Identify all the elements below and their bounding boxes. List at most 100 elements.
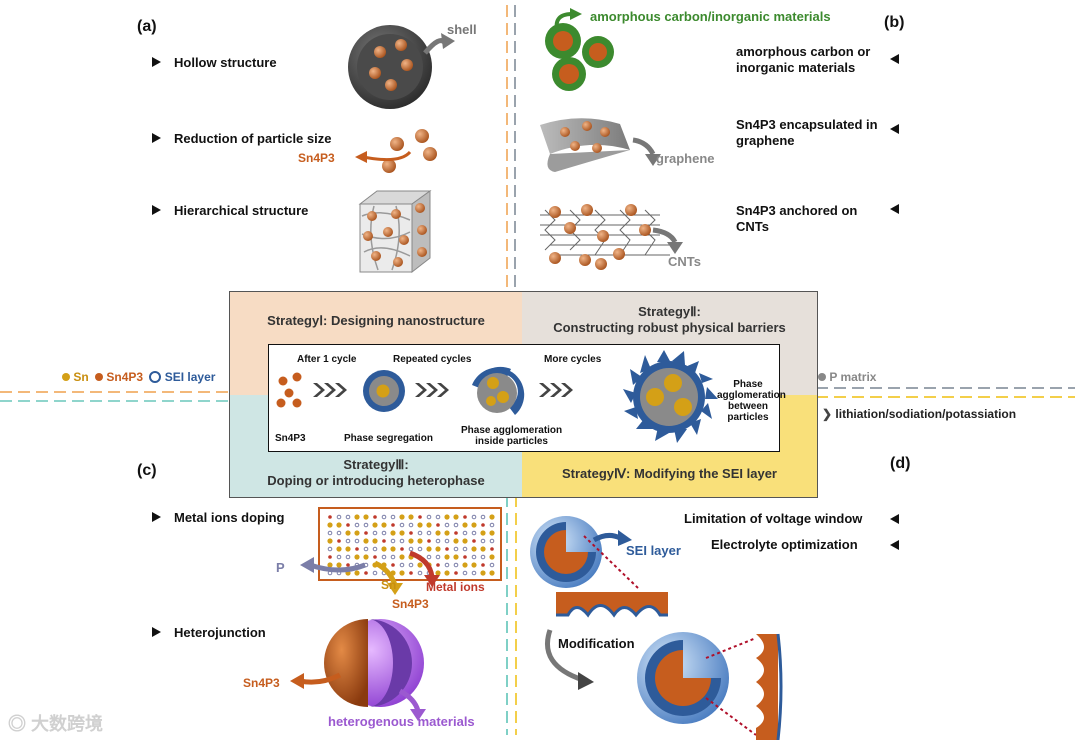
stage-repeated-cycles: Repeated cycles <box>393 354 472 365</box>
process-legend: ❯ lithiation/sodiation/potassiation <box>822 407 1016 421</box>
bullet-icon <box>152 133 161 143</box>
lattice-atom <box>354 522 360 528</box>
amorphous-carbon-line1: amorphous carbon or <box>736 44 871 59</box>
lattice-atom <box>417 538 423 544</box>
watermark-logo-icon: ◎ <box>8 714 26 734</box>
amorphous-carbon-line2: inorganic materials <box>736 60 856 75</box>
lattice-atom <box>408 546 414 552</box>
watermark-text: 大数跨境 <box>31 714 104 734</box>
lattice-atom <box>435 514 441 520</box>
lattice-atom <box>381 530 387 536</box>
inside-line1: Phase agglomeration <box>461 425 563 436</box>
lattice-atom <box>463 515 467 519</box>
panel-c-letter: (c) <box>137 462 157 479</box>
lattice-atom <box>345 538 351 544</box>
lattice-atom <box>489 554 495 560</box>
particle-size-label: Reduction of particle size <box>174 131 332 146</box>
amorphous-carbon-label: amorphous carbon or inorganic materials <box>736 44 870 76</box>
lattice-atom <box>417 546 423 552</box>
lattice-atom <box>444 514 450 520</box>
lattice-atom <box>444 562 450 568</box>
lattice-atom <box>426 554 432 560</box>
cycle-process-box: After 1 cycle Repeated cycles More cycle… <box>268 344 786 452</box>
lattice-atom <box>345 546 351 552</box>
lattice-atom <box>327 562 333 568</box>
graphene-sheet-illustration <box>540 118 661 172</box>
lattice-atom <box>427 539 431 543</box>
lattice-atom <box>364 571 368 575</box>
lattice-atom <box>345 530 351 536</box>
lattice-atom <box>327 522 333 528</box>
p-matrix-label: P matrix <box>829 370 877 384</box>
cnt-anchored-label: Sn4P3 anchored on CNTs <box>736 203 857 235</box>
sei-legend-label: SEI layer <box>164 370 216 384</box>
stage-after-1-cycle: After 1 cycle <box>297 354 357 365</box>
heterojunction-illustration <box>290 619 426 721</box>
lattice-atom <box>336 530 342 536</box>
lattice-atom <box>399 522 405 528</box>
lattice-atom <box>400 547 404 551</box>
strategy-box: StrategyⅠ: Designing nanostructure Strat… <box>229 291 818 498</box>
metal-ions-doping-label: Metal ions doping <box>174 510 285 525</box>
strategy2-title: StrategyⅡ: Constructing robust physical … <box>522 304 817 336</box>
lattice-atom <box>417 570 423 576</box>
lattice-atom <box>327 530 333 536</box>
lattice-atom <box>373 555 377 559</box>
graphene-line1: Sn4P3 encapsulated in <box>736 117 878 132</box>
legend-left: Sn Sn4P3 SEI layer <box>62 370 215 384</box>
lattice-atom <box>399 554 405 560</box>
lattice-atom <box>426 530 432 536</box>
hollow-sphere-illustration <box>348 25 455 109</box>
lattice-atom <box>409 571 413 575</box>
lattice-atom <box>391 523 395 527</box>
lattice-atom <box>480 530 486 536</box>
lattice-atom <box>390 554 396 560</box>
lattice-atom <box>408 562 414 568</box>
lattice-atom <box>436 563 440 567</box>
lattice-atom <box>363 546 369 552</box>
lattice-atom <box>372 538 378 544</box>
lattice-atom <box>426 514 432 520</box>
lattice-atom <box>435 530 441 536</box>
sei-legend-icon <box>149 371 162 383</box>
bullet-icon <box>890 204 899 214</box>
lattice-atom <box>480 546 486 552</box>
inside-line2: inside particles <box>475 436 548 447</box>
lattice-atom <box>462 546 468 552</box>
lattice-atom <box>381 522 387 528</box>
lattice-atom <box>390 538 396 544</box>
lattice-atom <box>399 538 405 544</box>
lattice-atom <box>328 555 332 559</box>
carbon-coated-particles-illustration <box>545 8 614 91</box>
stage-agglomeration-inside: Phase agglomeration inside particles <box>461 425 562 447</box>
p-matrix-icon <box>818 373 826 381</box>
lattice-atom <box>462 538 468 544</box>
lattice-atom <box>453 562 459 568</box>
sn-label-c: Sn <box>381 578 397 592</box>
lattice-atom <box>355 547 359 551</box>
stage-sn4p3-label: Sn4P3 <box>275 433 306 444</box>
sn4p3-label-c: Sn4P3 <box>392 597 429 611</box>
lattice-atom <box>408 514 414 520</box>
lattice-atom <box>390 514 396 520</box>
lattice-atom <box>445 547 449 551</box>
bullet-icon <box>890 514 899 524</box>
lattice-atom <box>489 530 495 536</box>
bullet-icon <box>890 54 899 64</box>
graphene-line2: graphene <box>736 133 795 148</box>
lattice-atom <box>399 530 405 536</box>
lattice-atom <box>489 522 495 528</box>
lattice-atom <box>444 570 450 576</box>
lattice-atom <box>364 531 368 535</box>
bullet-icon <box>890 124 899 134</box>
doped-lattice-illustration <box>300 507 502 595</box>
lattice-atom <box>346 563 350 567</box>
cnt-line1: Sn4P3 anchored on <box>736 203 858 218</box>
lattice-atom <box>417 562 423 568</box>
lattice-atom <box>382 539 386 543</box>
process-label: lithiation/sodiation/potassiation <box>835 407 1017 421</box>
lattice-atom <box>454 531 458 535</box>
strategy2-line1: StrategyⅡ: <box>638 304 701 319</box>
lattice-atom <box>480 570 486 576</box>
cnt-illustration <box>540 204 683 270</box>
